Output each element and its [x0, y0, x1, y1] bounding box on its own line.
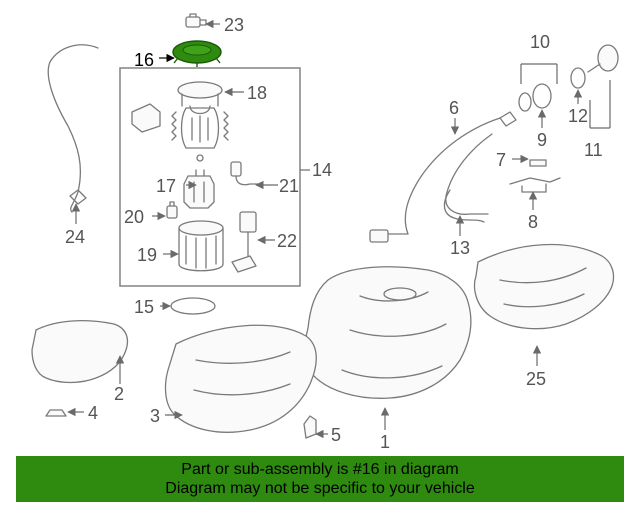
- banner-line-2: Diagram may not be specific to your vehi…: [165, 480, 475, 497]
- callout-2[interactable]: 2: [114, 384, 124, 404]
- part-21-harness[interactable]: [230, 161, 263, 186]
- callout-9[interactable]: 9: [537, 130, 547, 150]
- callout-24[interactable]: 24: [65, 227, 85, 247]
- part-15-seal[interactable]: [170, 297, 216, 315]
- part-17-regulator[interactable]: [183, 169, 215, 209]
- callout-20[interactable]: 20: [124, 207, 144, 227]
- info-banner: Part or sub-assembly is #16 in diagram D…: [16, 456, 624, 502]
- part-16-lock-ring[interactable]: [172, 40, 222, 67]
- part-4-clip[interactable]: [45, 409, 67, 417]
- callout-4[interactable]: 4: [88, 403, 98, 423]
- part-8-bracket[interactable]: [509, 177, 561, 193]
- part-19-filter[interactable]: [178, 220, 224, 272]
- part-18-fuel-pump-assembly[interactable]: [171, 81, 229, 162]
- part-5-bracket[interactable]: [303, 415, 317, 439]
- callout-10[interactable]: 10: [530, 32, 550, 52]
- part-7-clip[interactable]: [529, 159, 547, 167]
- parts-diagram: 16 23 18 17 21 14 20 19 22 15 24 6 10 9 …: [31, 13, 619, 452]
- part-24-vent-tube[interactable]: [47, 44, 99, 213]
- callout-15[interactable]: 15: [134, 297, 154, 317]
- part-3-skid-plate[interactable]: [164, 324, 317, 433]
- callout-7[interactable]: 7: [496, 150, 506, 170]
- part-2-protector[interactable]: [31, 319, 129, 384]
- callout-21[interactable]: 21: [279, 176, 299, 196]
- part-6-filler-neck[interactable]: [369, 111, 517, 243]
- part-20-fitting[interactable]: [166, 201, 178, 219]
- callout-11[interactable]: 11: [584, 140, 603, 160]
- part-1-fuel-tank[interactable]: [304, 266, 472, 399]
- part-23-connector[interactable]: [185, 13, 207, 28]
- callout-1[interactable]: 1: [380, 432, 390, 452]
- callout-6[interactable]: 6: [449, 98, 459, 118]
- part-13-hose[interactable]: [443, 189, 485, 223]
- callout-18[interactable]: 18: [247, 83, 267, 103]
- callout-3[interactable]: 3: [150, 406, 160, 426]
- callout-16[interactable]: 16: [134, 50, 154, 70]
- callout-14[interactable]: 14: [312, 160, 332, 180]
- callout-22[interactable]: 22: [277, 231, 297, 251]
- callout-17[interactable]: 17: [156, 176, 176, 196]
- part-11-fuel-cap[interactable]: [587, 44, 619, 73]
- callout-19[interactable]: 19: [137, 245, 157, 265]
- part-25-heat-shield[interactable]: [473, 243, 615, 330]
- part-10-ring[interactable]: [518, 92, 532, 112]
- pump-module-frame: [119, 67, 301, 287]
- callout-5[interactable]: 5: [331, 425, 341, 445]
- callout-25[interactable]: 25: [526, 369, 546, 389]
- pump-bracket: [131, 103, 161, 133]
- callout-8[interactable]: 8: [528, 212, 538, 232]
- banner-line-1: Part or sub-assembly is #16 in diagram: [181, 461, 459, 478]
- callout-13[interactable]: 13: [450, 238, 470, 258]
- part-22-level-sender[interactable]: [231, 211, 257, 273]
- callout-23[interactable]: 23: [224, 15, 244, 35]
- callout-12[interactable]: 12: [568, 106, 588, 126]
- part-12-ring[interactable]: [570, 67, 586, 89]
- part-9-gasket[interactable]: [532, 83, 552, 109]
